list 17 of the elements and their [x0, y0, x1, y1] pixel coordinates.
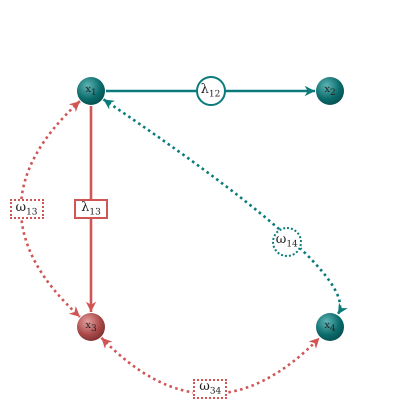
node-label: x$_{2}$	[324, 84, 336, 98]
dotted-arrow	[100, 336, 320, 396]
dotted-arrow	[20, 100, 81, 318]
sphere-node	[316, 77, 344, 105]
dotted-arrow	[102, 98, 346, 315]
edge-label: λ$_{13}$	[74, 199, 108, 219]
edge-label: ω$_{34}$	[193, 378, 228, 398]
edge-label: ω$_{14}$	[272, 226, 302, 256]
arrow	[86, 106, 96, 312]
node-label: x$_{4}$	[324, 320, 336, 334]
node-label: x$_{1}$	[85, 84, 97, 98]
sphere-node	[77, 313, 105, 341]
edge-label: λ$_{12}$	[196, 76, 226, 106]
node-label: x$_{3}$	[85, 320, 97, 334]
edge-label: ω$_{13}$	[10, 199, 44, 219]
sphere-node	[316, 313, 344, 341]
sphere-node	[77, 77, 105, 105]
